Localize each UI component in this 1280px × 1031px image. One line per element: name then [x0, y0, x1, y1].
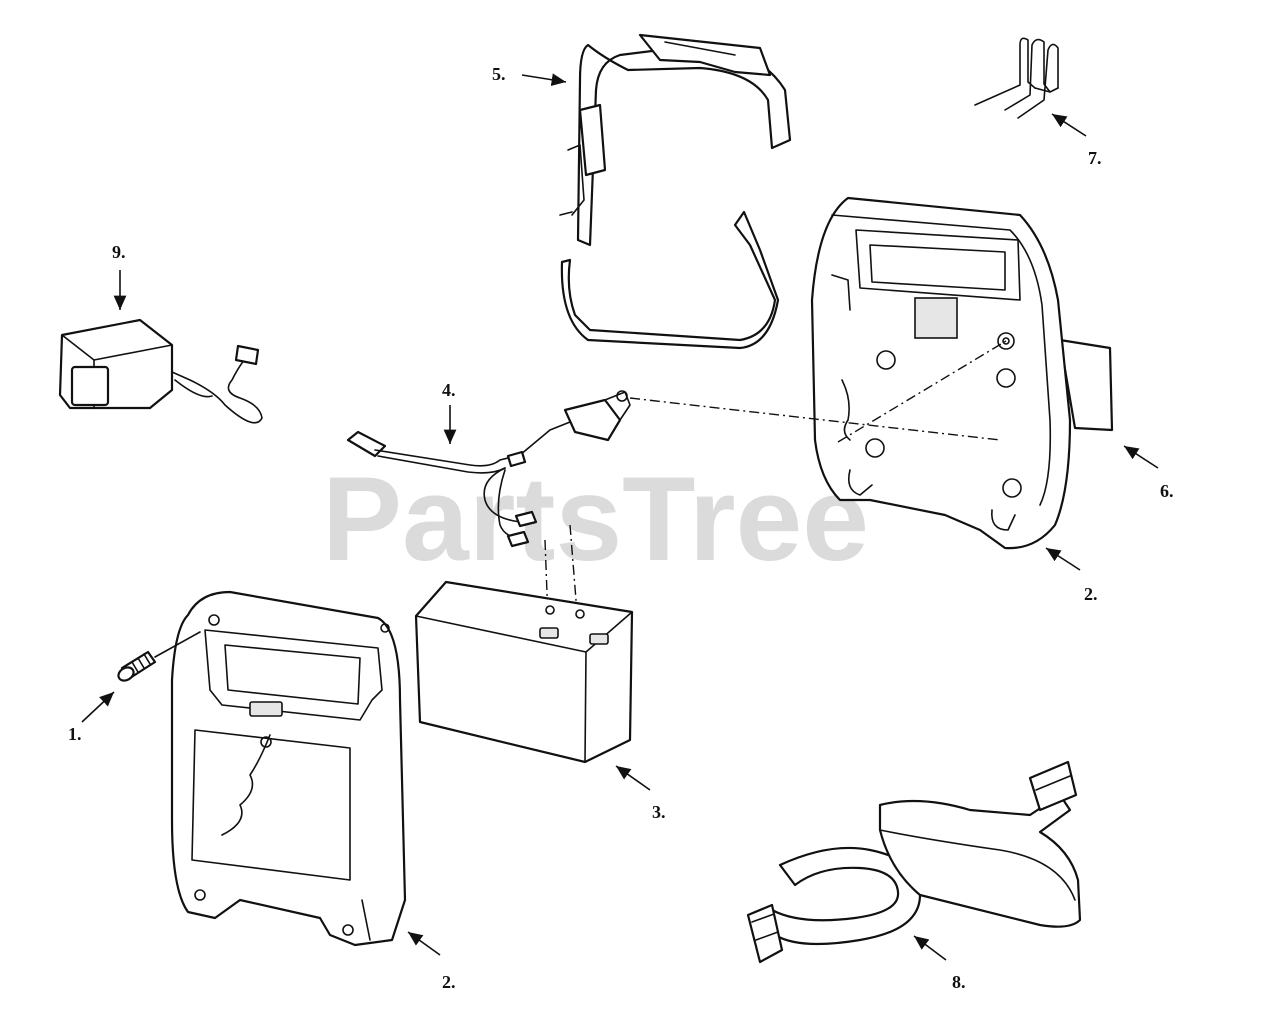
callout-7: 7. [1088, 148, 1102, 168]
callout-1: 1. [68, 724, 82, 744]
callout-5: 5. [492, 64, 506, 84]
callout-labels: 1. 2. 2. 3. 4. 5. 6. 7. 8. 9. [68, 64, 1174, 992]
assembly-line-housing-screw [837, 340, 1007, 443]
callout-2-back: 2. [1084, 584, 1098, 604]
callout-2-front: 2. [442, 972, 456, 992]
part-battery [414, 580, 634, 764]
arrow-2a [407, 931, 441, 956]
part-belt-strap [746, 760, 1082, 964]
part-wire-clip [974, 37, 1059, 119]
part-screw [117, 631, 201, 682]
watermark-text: PartsTree [322, 452, 869, 586]
part-wire-harness [346, 390, 631, 548]
arrow-1 [81, 691, 115, 723]
callout-arrows [81, 73, 1159, 961]
assembly-line-harness-to-housing [629, 397, 1001, 441]
callout-4: 4. [442, 380, 456, 400]
arrow-8 [913, 935, 947, 961]
arrow-7 [1051, 113, 1087, 137]
arrow-2b [1045, 547, 1081, 571]
callout-8: 8. [952, 972, 966, 992]
callout-3: 3. [652, 802, 666, 822]
part-handle-strap [559, 33, 792, 350]
callout-9: 9. [112, 242, 126, 262]
callout-6: 6. [1160, 481, 1174, 501]
part-charger-adapter [58, 318, 263, 424]
arrow-5 [521, 73, 567, 87]
arrow-3 [615, 765, 651, 791]
part-back-housing [810, 196, 1114, 550]
arrow-6 [1123, 445, 1159, 469]
part-front-housing [170, 590, 407, 947]
